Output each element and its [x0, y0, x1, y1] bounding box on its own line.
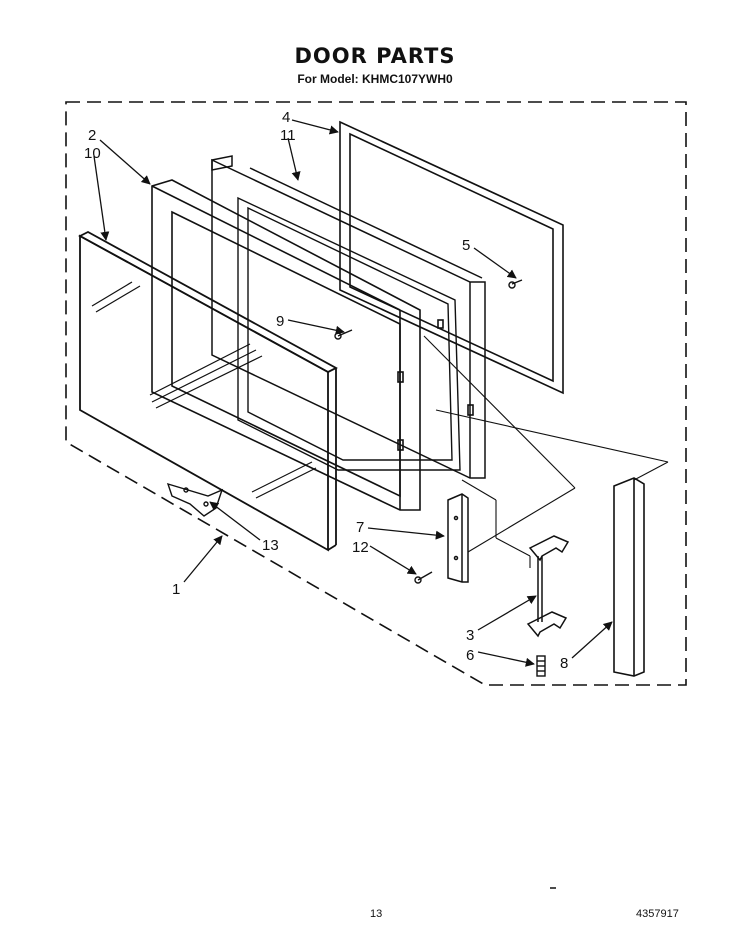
glass-reflection-lines [91, 281, 317, 499]
latch-assembly [526, 535, 570, 638]
callout-12: 12 [352, 539, 369, 556]
callout-8: 8 [560, 655, 568, 672]
hinge-plate [166, 482, 224, 517]
callout-10: 10 [84, 145, 101, 162]
assembly-boundary [65, 101, 687, 686]
callout-3: 3 [466, 627, 474, 644]
page-number: 13 [370, 908, 383, 920]
side-trim [613, 477, 645, 677]
callout-5: 5 [462, 237, 470, 254]
callout-6: 6 [466, 647, 474, 664]
assembly-leader-lines [423, 335, 669, 568]
inner-door-frame [211, 155, 486, 479]
rear-glass-panel [339, 120, 564, 395]
document-number: 4357917 [636, 908, 679, 920]
choke-panel [237, 196, 461, 471]
front-glass [78, 230, 338, 552]
screw-5 [508, 279, 523, 289]
spring [536, 655, 546, 677]
front-door-frame [151, 179, 474, 511]
screw-12 [414, 571, 433, 584]
model-subtitle: For Model: KHMC107YWH0 [297, 72, 453, 86]
callout-4: 4 [282, 109, 290, 126]
latch-bracket [447, 493, 469, 583]
callout-1: 1 [172, 581, 180, 598]
callout-arrows [93, 119, 613, 667]
callout-9: 9 [276, 313, 284, 330]
callout-13: 13 [262, 537, 279, 554]
page-title: DOOR PARTS [294, 44, 456, 68]
callout-11: 11 [280, 127, 296, 144]
callout-2: 2 [88, 127, 96, 144]
callout-7: 7 [356, 519, 364, 536]
